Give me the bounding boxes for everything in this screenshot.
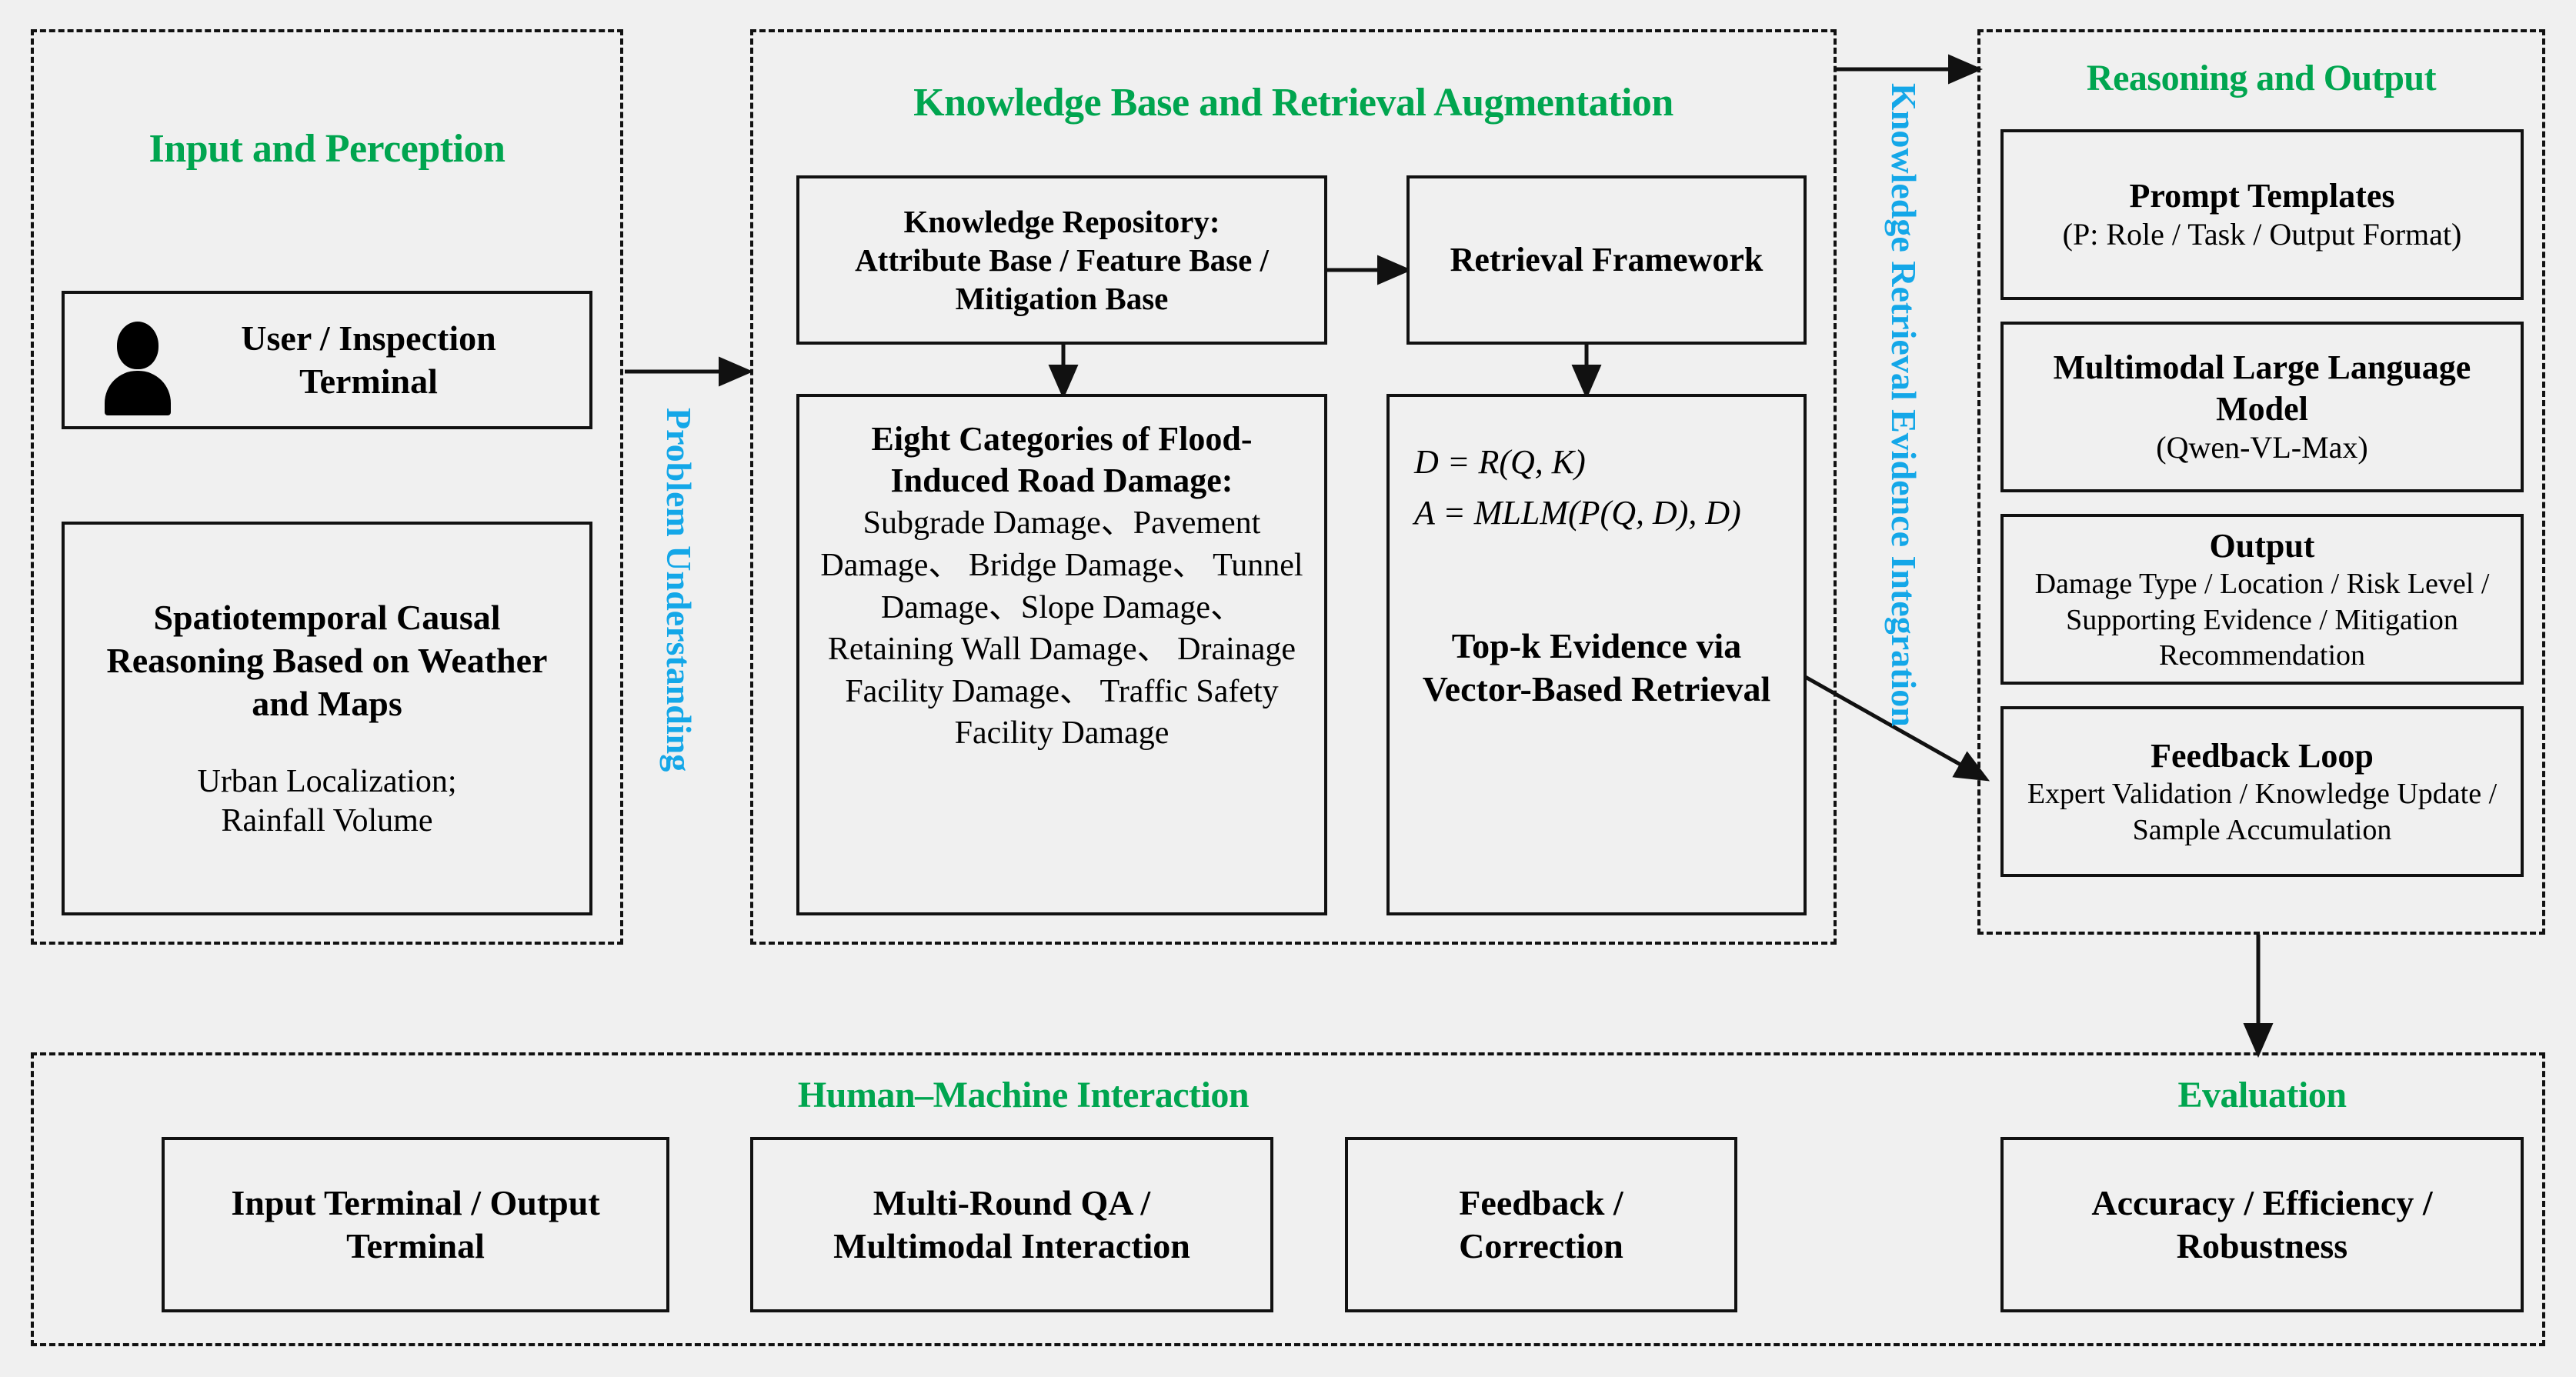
zone-reasoning-and-output — [1977, 29, 2545, 935]
box-eight-categories[interactable]: Eight Categories of Flood-Induced Road D… — [796, 394, 1327, 915]
eight-categories-list: Subgrade Damage、Pavement Damage、 Bridge … — [820, 505, 1303, 752]
output-detail: Damage Type / Location / Risk Level / Su… — [2034, 568, 2490, 672]
box-user-inspection-terminal[interactable]: User / Inspection Terminal — [62, 291, 592, 429]
box-feedback-loop[interactable]: Feedback Loop Expert Validation / Knowle… — [2000, 706, 2524, 877]
zone-input-and-perception — [31, 29, 623, 945]
eight-categories-title: Eight Categories of Flood-Induced Road D… — [871, 420, 1253, 499]
zone-title-reasoning-and-output: Reasoning and Output — [2086, 58, 2437, 98]
zone-title-input-and-perception: Input and Perception — [148, 127, 506, 171]
retrieval-formula-a: A = MLLM(P(Q, D), D) — [1414, 494, 1741, 532]
feedback-correction-label: Feedback / Correction — [1459, 1182, 1623, 1265]
knowledge-repository-body: Attribute Base / Feature Base / Mitigati… — [855, 242, 1269, 316]
retrieval-framework-title: Retrieval Framework — [1450, 241, 1763, 279]
box-retrieval-math[interactable]: D = R(Q, K) A = MLLM(P(Q, D), D) Top-k E… — [1386, 394, 1807, 915]
connector-label-knowledge-retrieval: Knowledge Retrieval Evidence Integration — [1884, 83, 1924, 727]
box-evaluation-metrics[interactable]: Accuracy / Efficiency / Robustness — [2000, 1137, 2524, 1312]
multi-round-qa-label: Multi-Round QA / Multimodal Interaction — [833, 1182, 1190, 1265]
box-feedback-correction[interactable]: Feedback / Correction — [1345, 1137, 1737, 1312]
person-icon — [105, 322, 171, 415]
box-prompt-templates[interactable]: Prompt Templates (P: Role / Task / Outpu… — [2000, 129, 2524, 300]
box-spatiotemporal-causal-reasoning[interactable]: Spatiotemporal Causal Reasoning Based on… — [62, 522, 592, 915]
knowledge-repository-title: Knowledge Repository: — [903, 203, 1220, 239]
zone-title-knowledge-base: Knowledge Base and Retrieval Augmentatio… — [913, 81, 1673, 125]
mllm-detail: (Qwen-VL-Max) — [2156, 430, 2368, 465]
zone-human-machine-and-evaluation — [31, 1052, 2545, 1346]
feedback-loop-detail: Expert Validation / Knowledge Update / S… — [2027, 778, 2498, 846]
box-retrieval-framework[interactable]: Retrieval Framework — [1406, 175, 1807, 345]
retrieval-formula-d: D = R(Q, K) — [1414, 443, 1586, 481]
mllm-title: Multimodal Large Language Model — [2053, 348, 2471, 428]
topk-evidence-caption: Top-k Evidence via Vector-Based Retrieva… — [1422, 626, 1771, 709]
feedback-loop-title: Feedback Loop — [2151, 736, 2374, 775]
causal-reasoning-detail: Urban Localization; Rainfall Volume — [197, 763, 457, 839]
causal-reasoning-title: Spatiotemporal Causal Reasoning Based on… — [106, 597, 548, 723]
evaluation-metrics-label: Accuracy / Efficiency / Robustness — [2091, 1182, 2433, 1265]
prompt-templates-title: Prompt Templates — [2129, 176, 2395, 215]
zone-knowledge-base-and-retrieval-augmentation — [750, 29, 1837, 945]
output-title: Output — [2209, 526, 2315, 565]
zone-title-human-machine-interaction: Human–Machine Interaction — [797, 1075, 1250, 1115]
prompt-templates-detail: (P: Role / Task / Output Format) — [2062, 217, 2462, 252]
connector-label-problem-understanding: Problem Understanding — [659, 408, 699, 772]
zone-title-evaluation: Evaluation — [2177, 1075, 2347, 1115]
box-multi-round-qa[interactable]: Multi-Round QA / Multimodal Interaction — [750, 1137, 1273, 1312]
box-multimodal-large-language-model[interactable]: Multimodal Large Language Model (Qwen-VL… — [2000, 322, 2524, 492]
box-input-output-terminal[interactable]: Input Terminal / Output Terminal — [162, 1137, 669, 1312]
user-terminal-label: User / Inspection Terminal — [241, 318, 496, 401]
box-knowledge-repository[interactable]: Knowledge Repository: Attribute Base / F… — [796, 175, 1327, 345]
input-output-terminal-label: Input Terminal / Output Terminal — [231, 1182, 600, 1265]
box-output[interactable]: Output Damage Type / Location / Risk Lev… — [2000, 514, 2524, 685]
